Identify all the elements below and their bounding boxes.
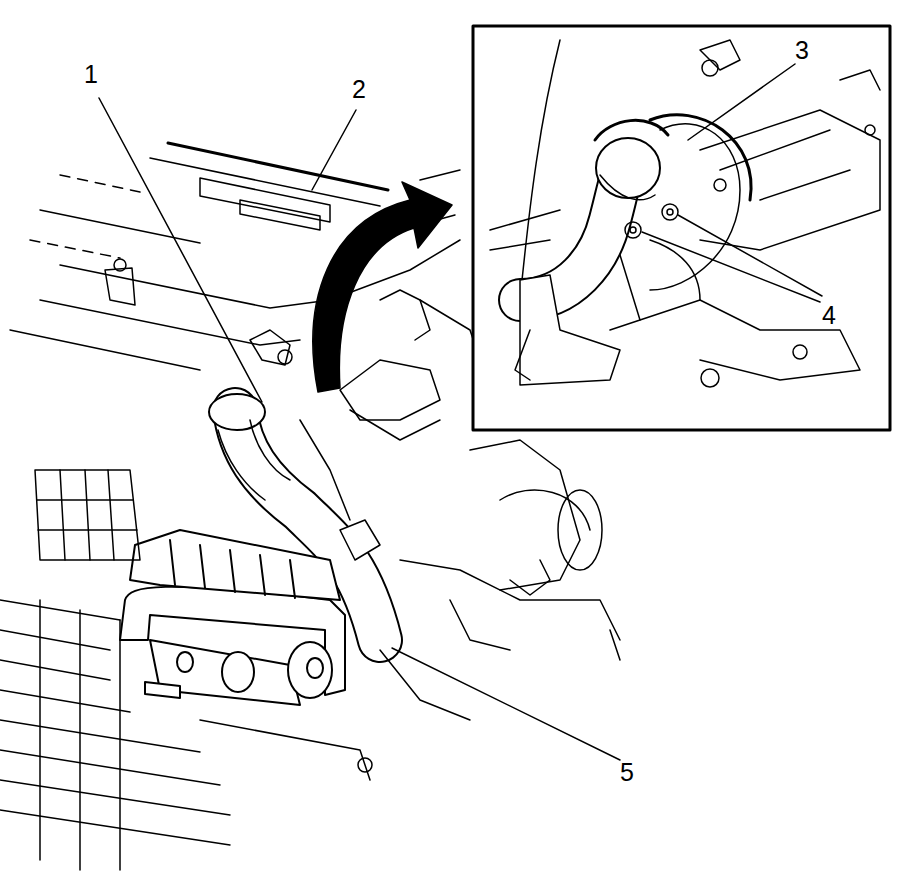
inset-view	[473, 26, 890, 430]
leader-lines	[99, 64, 822, 760]
callout-number: 1	[84, 62, 98, 87]
hvac-housing	[10, 143, 480, 440]
blend-door-actuator	[380, 440, 620, 720]
air-grille	[0, 470, 372, 870]
direction-arrow	[313, 182, 452, 392]
callout-number: 2	[352, 77, 366, 102]
callout-number: 3	[795, 38, 809, 63]
callout-number: 5	[620, 760, 634, 785]
hose-clamp-tool	[120, 530, 345, 705]
callout-number: 4	[822, 303, 836, 328]
